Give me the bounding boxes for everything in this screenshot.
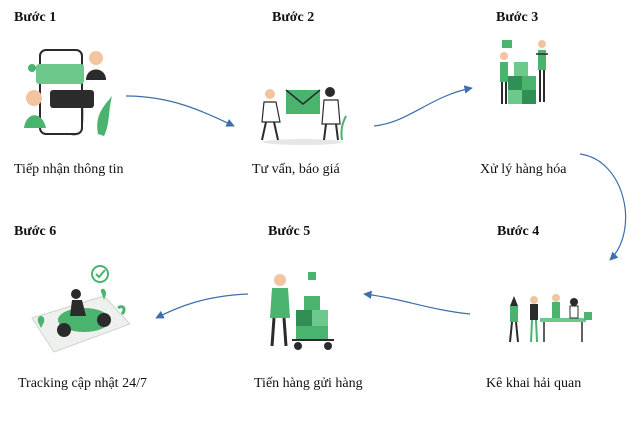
- step-4-caption: Kê khai hải quan: [486, 376, 582, 391]
- arrow-1-to-2: [125, 95, 235, 127]
- step-1-label: Bước 1: [14, 10, 57, 25]
- arrow-4-to-5: [363, 290, 471, 315]
- step-1-caption: Tiếp nhận thông tin: [14, 162, 124, 177]
- step-2-label: Bước 2: [272, 10, 315, 25]
- scooter-tracking-icon: [31, 265, 131, 353]
- step-2-caption: Tư vấn, báo giá: [252, 162, 340, 177]
- arrow-5-to-6: [155, 293, 249, 319]
- step-4-label: Bước 4: [497, 224, 540, 239]
- step-6-caption: Tracking cập nhật 24/7: [18, 376, 147, 391]
- cart-delivery-icon: [270, 272, 334, 350]
- envelope-handover-icon: [261, 87, 347, 145]
- step-5-label: Bước 5: [268, 224, 311, 239]
- team-meeting-icon: [509, 294, 592, 343]
- arrow-3-to-4: [579, 153, 627, 261]
- step-3-caption: Xử lý hàng hóa: [480, 162, 567, 177]
- warehouse-boxes-icon: [500, 40, 548, 104]
- step-6-label: Bước 6: [14, 224, 57, 239]
- step-5-caption: Tiến hàng gửi hàng: [254, 376, 363, 391]
- phone-chat-icon: [24, 49, 112, 136]
- arrow-2-to-3: [373, 85, 473, 127]
- step-3-label: Bước 3: [496, 10, 539, 25]
